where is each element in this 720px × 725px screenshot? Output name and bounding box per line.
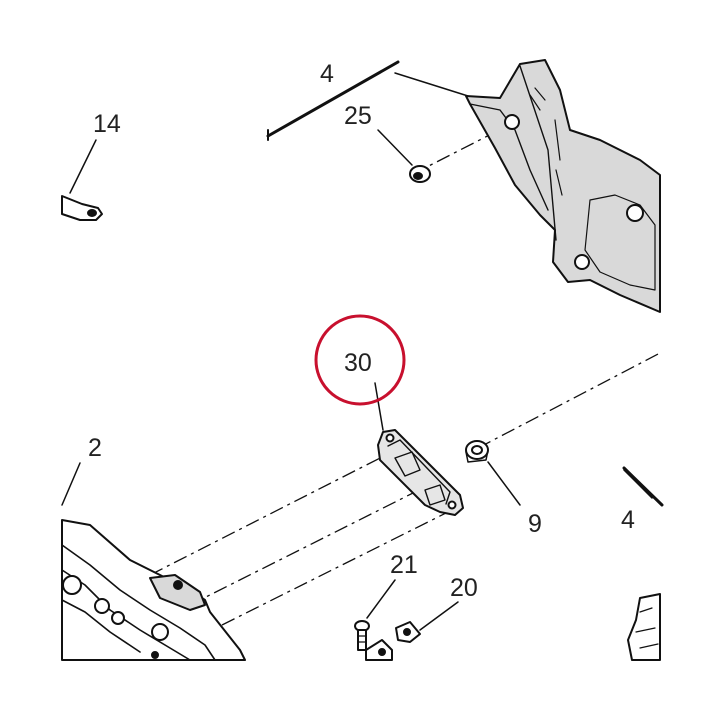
label-part-14: 14 bbox=[93, 110, 121, 138]
leader-30 bbox=[374, 382, 384, 431]
axis-30-middle bbox=[189, 491, 416, 606]
axis-25 bbox=[412, 121, 516, 175]
label-part-9: 9 bbox=[528, 510, 542, 538]
axis-30-upper bbox=[149, 453, 389, 576]
group-bracket-4-right bbox=[622, 466, 664, 507]
axis-9 bbox=[477, 351, 663, 449]
grommet-part-9 bbox=[465, 440, 489, 463]
label-part-4-right: 4 bbox=[621, 506, 635, 534]
highlight-ring bbox=[314, 314, 406, 406]
axis-30-lower bbox=[221, 509, 453, 626]
nut-part-25 bbox=[409, 165, 431, 183]
label-part-21: 21 bbox=[390, 551, 418, 579]
bracket-part-14 bbox=[61, 195, 103, 221]
label-part-2: 2 bbox=[88, 434, 102, 462]
bracket-part-30 bbox=[377, 429, 464, 516]
partial-part-bottom-right bbox=[627, 593, 661, 661]
label-part-30: 30 bbox=[344, 349, 372, 377]
group-bracket-4-top bbox=[266, 60, 400, 138]
leader-4-right bbox=[623, 469, 653, 499]
lower-bracket bbox=[365, 639, 393, 661]
leader-lines bbox=[61, 72, 653, 631]
leader-20 bbox=[419, 601, 459, 631]
leader-4-top bbox=[394, 72, 469, 97]
label-part-4-top: 4 bbox=[320, 60, 334, 88]
leader-2 bbox=[61, 462, 81, 506]
callout-labels: 4 25 14 30 2 9 4 21 20 bbox=[88, 60, 635, 602]
assembly-axes bbox=[149, 121, 663, 626]
bolt-part-21 bbox=[354, 620, 370, 651]
label-part-20: 20 bbox=[450, 574, 478, 602]
leader-9 bbox=[487, 461, 521, 506]
label-part-25: 25 bbox=[344, 102, 372, 130]
leader-14 bbox=[69, 139, 97, 194]
panel-part-4 bbox=[465, 59, 661, 313]
frame-part-2 bbox=[61, 519, 246, 661]
leader-21 bbox=[366, 579, 396, 619]
clip-part-20 bbox=[395, 621, 421, 643]
leader-25 bbox=[377, 129, 413, 166]
